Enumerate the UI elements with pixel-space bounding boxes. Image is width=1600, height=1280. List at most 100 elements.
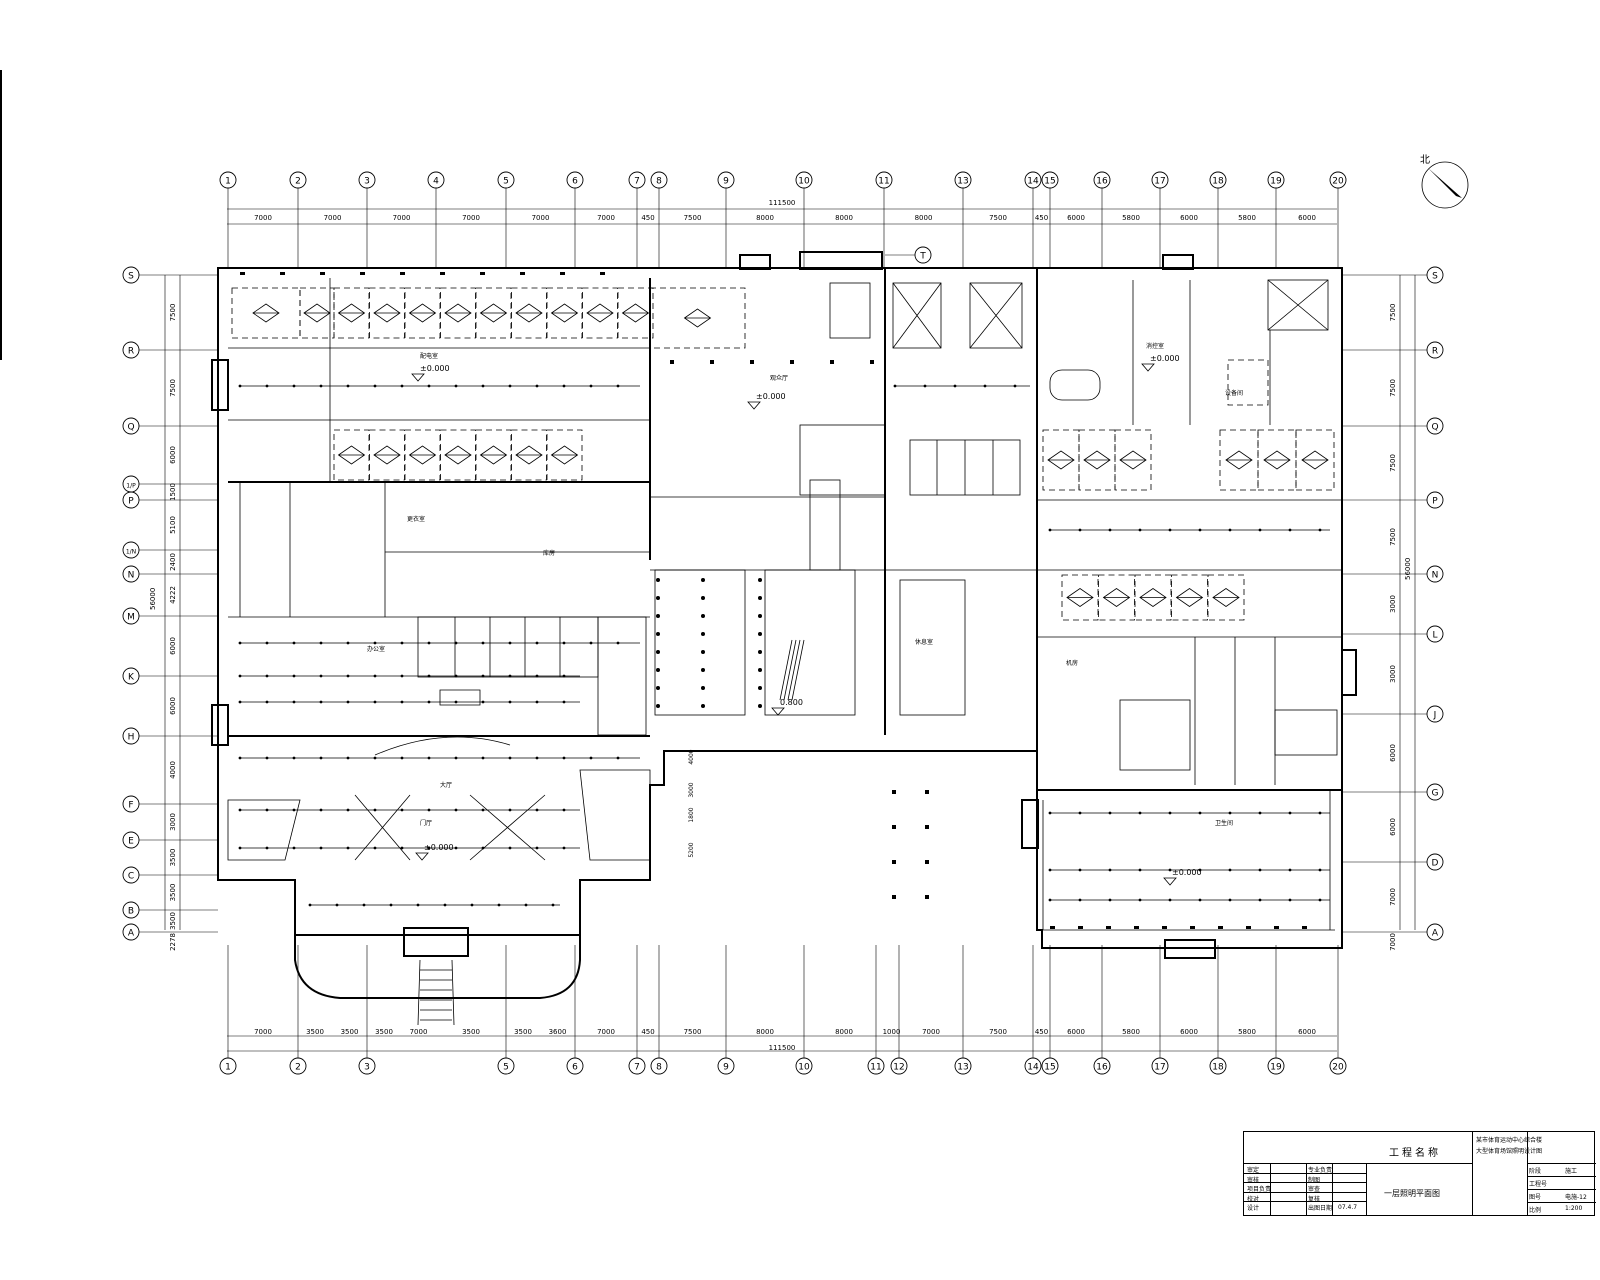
row-axis-right-R: R [1426,341,1444,359]
luminaire-icon [373,303,401,323]
date-value: 07.4.7 [1338,1204,1358,1211]
downlight-icon [656,578,660,582]
bottom-dim-text: 7000 [597,1028,615,1036]
downlight-icon [373,641,377,645]
row-axis-right-D: D [1426,853,1444,871]
downlight-icon [562,674,566,678]
col-axis-top-2-label: 2 [295,177,301,187]
fixture-icon [1302,926,1307,929]
row-axis-right-G-label: G [1432,789,1439,799]
downlight-icon [1258,811,1262,815]
downlight-icon [373,756,377,760]
downlight-icon [400,846,404,850]
downlight-icon [1318,528,1322,532]
downlight-icon [758,686,762,690]
downlight-icon [373,846,377,850]
downlight-icon [656,632,660,636]
fixture-icon [925,895,929,899]
fixture-icon [925,790,929,794]
downlight-icon [758,668,762,672]
row-axis-right-Q-label: Q [1431,423,1438,433]
lighting-bay [1219,429,1259,491]
col-axis-top-14-label: 14 [1027,177,1039,187]
right-dim-text: 3000 [1389,665,1397,683]
lighting-bay [299,287,335,339]
lighting-bay [333,429,370,481]
downlight-icon [524,903,528,907]
downlight-icon [481,384,485,388]
downlight-icon [758,650,762,654]
luminaire-icon [479,303,508,323]
downlight-icon [758,614,762,618]
col-axis-bottom-11-label: 11 [870,1063,881,1073]
fixture-icon [600,272,605,275]
luminaire-icon [252,303,280,323]
downlight-icon [319,700,323,704]
fixture-icon [1078,926,1083,929]
col-axis-top-7: 7 [628,171,646,189]
col-axis-bottom-19-label: 19 [1270,1063,1282,1073]
bottom-dim-text: 1000 [883,1028,901,1036]
downlight-icon [656,686,660,690]
title-block-role-mid: 制图 [1308,1176,1321,1184]
col-axis-top-11: 11 [875,171,893,189]
elevation-text: ±0.000 [1150,354,1180,363]
row-axis-left-E: E [122,831,140,849]
lighting-bay [369,287,405,339]
top-dim-text: 450 [1035,214,1048,222]
downlight-icon [1138,811,1142,815]
downlight-icon [400,384,404,388]
top-dim-text: 7000 [254,214,272,222]
downlight-icon [656,614,660,618]
col-axis-top-6-label: 6 [572,177,578,187]
downlight-icon [427,384,431,388]
downlight-icon [758,704,762,708]
downlight-icon [1108,811,1112,815]
downlight-icon [427,700,431,704]
downlight-icon [701,614,705,618]
downlight-icon [427,641,431,645]
bottom-dim-text: 3500 [514,1028,532,1036]
fixture-icon [1190,926,1195,929]
downlight-icon [701,686,705,690]
left-dim-text: 4222 [169,586,177,604]
downlight-icon [562,756,566,760]
row-axis-left-C-label: C [128,872,134,882]
room-label: 卫生间 [1215,819,1233,827]
downlight-icon [1168,868,1172,872]
downlight-icon [292,846,296,850]
downlight-icon [701,578,705,582]
overall-dim-top: 111500 [769,199,796,207]
col-axis-top-4: 4 [427,171,445,189]
downlight-icon [292,700,296,704]
fixture-icon [1134,926,1139,929]
col-axis-bottom-10: 10 [795,1057,813,1075]
luminaire-icon [408,303,437,323]
right-dimension-texts: 7500750075007500300030006000600070007000… [688,304,1397,951]
col-axis-top-8-label: 8 [656,177,662,187]
downlight-icon [470,903,474,907]
downlight-icon [481,808,485,812]
row-axis-left-1-P: 1/P [122,475,140,493]
top-dim-text: 7000 [597,214,615,222]
row-axis-left-R-label: R [128,347,134,357]
col-axis-bottom-11: 11 [867,1057,885,1075]
lighting-bay [546,429,583,481]
col-axis-bottom-7-label: 7 [634,1063,640,1073]
row-axis-left-E-label: E [128,837,134,847]
downlight-icon [238,756,242,760]
col-axis-top-3: 3 [358,171,376,189]
downlight-icon [238,384,242,388]
inner-dim-text: 4000 [688,749,695,764]
downlight-icon [427,846,431,850]
downlight-icon [454,700,458,704]
downlight-icon [373,674,377,678]
downlight-icon [1078,898,1082,902]
downlight-icon [535,808,539,812]
downlight-icon [1138,898,1142,902]
downlight-icon [562,700,566,704]
left-dim-text: 6000 [169,637,177,655]
luminaire-icon [515,445,543,465]
axis-t: T [914,246,932,264]
title-block-right-row: 图号电施-12 [1527,1189,1596,1201]
